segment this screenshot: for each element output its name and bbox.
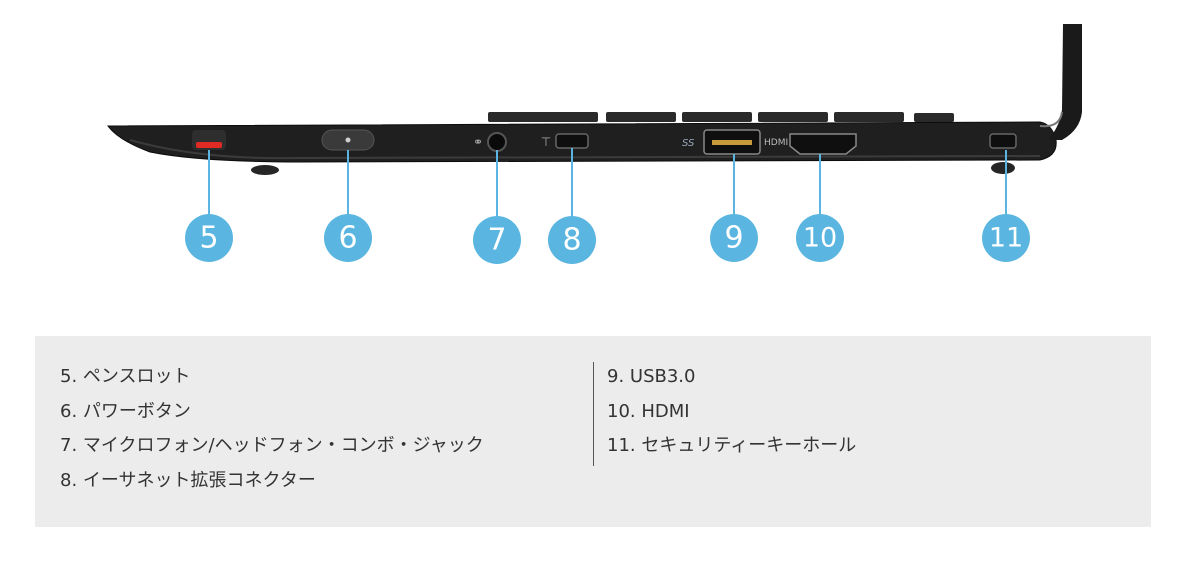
security-keyhole [989, 133, 1017, 149]
ethernet-expansion-port: ⊤ [541, 133, 589, 149]
pen-slot [192, 130, 226, 150]
legend-panel: 5. ペンスロット 6. パワーボタン 7. マイクロフォン/ヘッドフォン・コン… [35, 336, 1151, 527]
legend-right-column: 9. USB3.0 10. HDMI 11. セキュリティーキーホール [607, 360, 856, 464]
laptop-lid [1048, 24, 1082, 140]
legend-item-audio-jack: 7. マイクロフォン/ヘッドフォン・コンボ・ジャック [60, 435, 484, 456]
callout-number: 11 [989, 223, 1023, 254]
callout-7: 7 [473, 216, 521, 264]
usb-port: SS [682, 129, 761, 155]
callout-number: 8 [562, 223, 581, 258]
legend-item-hdmi: 10. HDMI [607, 400, 690, 422]
network-icon: ⊤ [541, 135, 551, 149]
legend-item-power-button: 6. パワーボタン [60, 400, 191, 422]
callout-11: 11 [982, 214, 1030, 262]
keyboard-keys [488, 112, 954, 122]
hdmi-label: HDMI [764, 138, 788, 148]
legend-divider [593, 362, 594, 466]
legend-left-column: 5. ペンスロット 6. パワーボタン 7. マイクロフォン/ヘッドフォン・コン… [60, 360, 484, 498]
callout-10: 10 [796, 214, 844, 262]
hdmi-port: HDMI [764, 133, 857, 155]
audio-jack: ⚭ [473, 132, 507, 152]
callout-number: 6 [338, 221, 357, 256]
callout-number: 10 [803, 223, 837, 254]
callout-5: 5 [185, 214, 233, 262]
callout-number: 5 [199, 221, 218, 256]
callout-number: 7 [487, 223, 506, 258]
power-button [321, 129, 375, 151]
callout-6: 6 [324, 214, 372, 262]
legend-item-usb: 9. USB3.0 [607, 366, 696, 387]
laptop-side-view-diagram: ⚭ ⊤ SS HDMI 5 6 7 [107, 24, 1082, 264]
legend-item-ethernet: 8. イーサネット拡張コネクター [60, 469, 316, 491]
headset-icon: ⚭ [473, 135, 483, 149]
legend-item-pen-slot: 5. ペンスロット [60, 366, 191, 387]
callout-8: 8 [548, 216, 596, 264]
callout-number: 9 [724, 221, 743, 256]
usb-ss-label: SS [682, 138, 695, 149]
callout-9: 9 [710, 214, 758, 262]
legend-item-security-keyhole: 11. セキュリティーキーホール [607, 435, 857, 456]
